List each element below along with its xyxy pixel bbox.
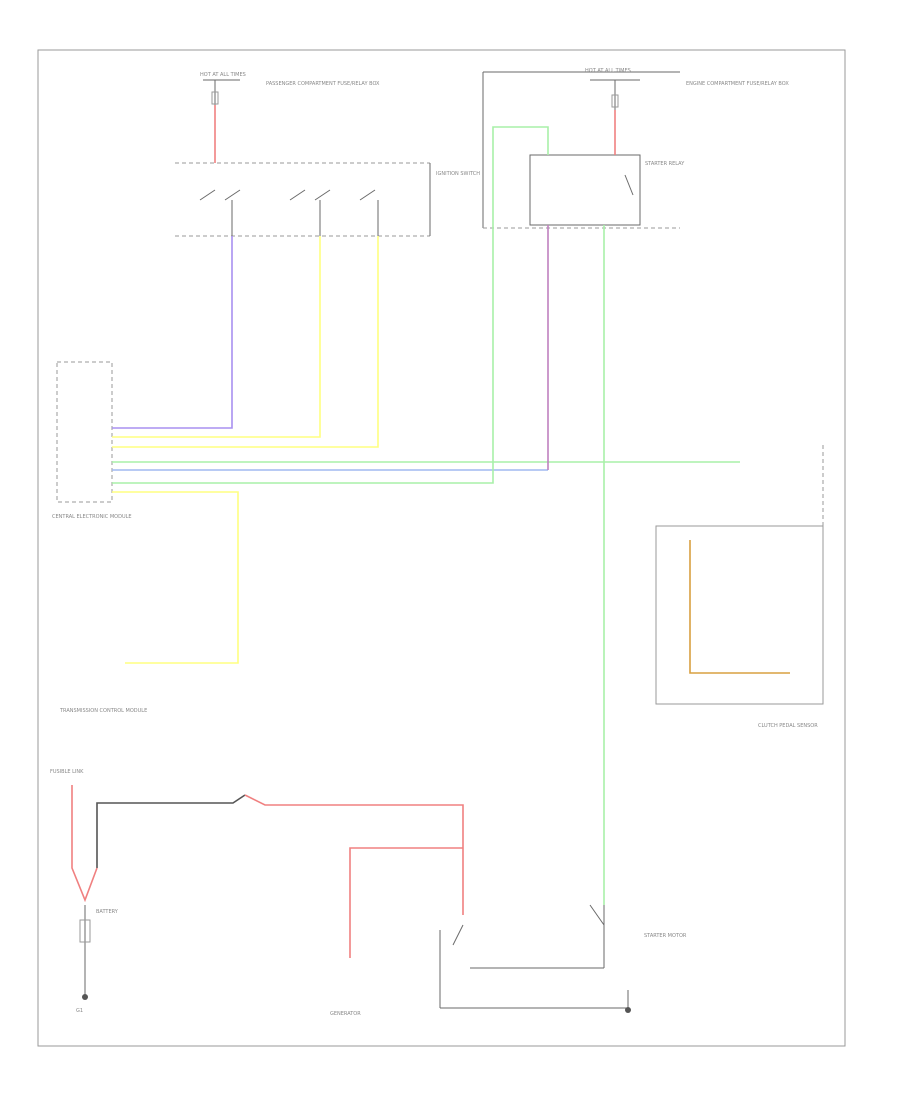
right-fuse-group: HOT AT ALL TIMES ENGINE COMPARTMENT FUSE… — [482, 68, 789, 229]
fuse-right-label: HOT AT ALL TIMES — [585, 68, 631, 74]
ignition-switch-label: IGNITION SWITCH — [436, 171, 480, 177]
wire-red-main — [244, 794, 464, 915]
wire-yellow-tcm — [112, 491, 239, 664]
wire-red-battery — [71, 785, 98, 903]
central-module-group: CENTRAL ELECTRONIC MODULE — [52, 361, 132, 520]
clutch-sensor-label: CLUTCH PEDAL SENSOR — [758, 723, 818, 729]
battery-group: BATTERY FUSIBLE LINK G1 — [50, 769, 119, 1014]
generator-label: GENERATOR — [330, 1011, 361, 1017]
diagram-frame — [37, 49, 846, 1047]
central-module-label: CENTRAL ELECTRONIC MODULE — [52, 514, 132, 520]
starter-motor-group: STARTER MOTOR GENERATOR — [330, 904, 687, 1017]
wire-black-battery — [96, 794, 246, 868]
wire-green-relay — [112, 126, 549, 484]
battery-icon — [79, 919, 91, 943]
junction-box-right-label: ENGINE COMPARTMENT FUSE/RELAY BOX — [686, 81, 789, 87]
starter-relay-icon — [529, 154, 641, 226]
clutch-sensor-group: CLUTCH PEDAL SENSOR — [655, 445, 824, 729]
starter-relay-label: STARTER RELAY — [645, 161, 685, 167]
central-module-box — [56, 361, 113, 503]
starter-ground-icon — [625, 1007, 631, 1013]
starter-motor-label: STARTER MOTOR — [644, 933, 687, 939]
wire-yellow-1 — [112, 236, 321, 438]
wire-violet-ignition — [112, 236, 233, 429]
ignition-switch-group: IGNITION SWITCH — [175, 162, 480, 237]
fuse-right-icon — [611, 94, 619, 108]
wire-yellow-2 — [112, 236, 379, 448]
wire-red-generator — [349, 847, 463, 958]
ground-g1-icon — [82, 994, 88, 1000]
battery-label: BATTERY — [96, 909, 119, 915]
fuse-left-icon — [211, 91, 219, 105]
wire-orange-clutch — [689, 540, 790, 674]
ground-label: G1 — [76, 1008, 83, 1014]
fusible-link-label: FUSIBLE LINK — [50, 769, 84, 775]
fuse-left-label: HOT AT ALL TIMES — [200, 72, 246, 78]
tcm-label: TRANSMISSION CONTROL MODULE — [59, 708, 147, 714]
clutch-module-box — [655, 525, 824, 705]
left-fuse-group: HOT AT ALL TIMES PASSENGER COMPARTMENT F… — [200, 72, 380, 105]
junction-box-left-label: PASSENGER COMPARTMENT FUSE/RELAY BOX — [266, 81, 380, 87]
